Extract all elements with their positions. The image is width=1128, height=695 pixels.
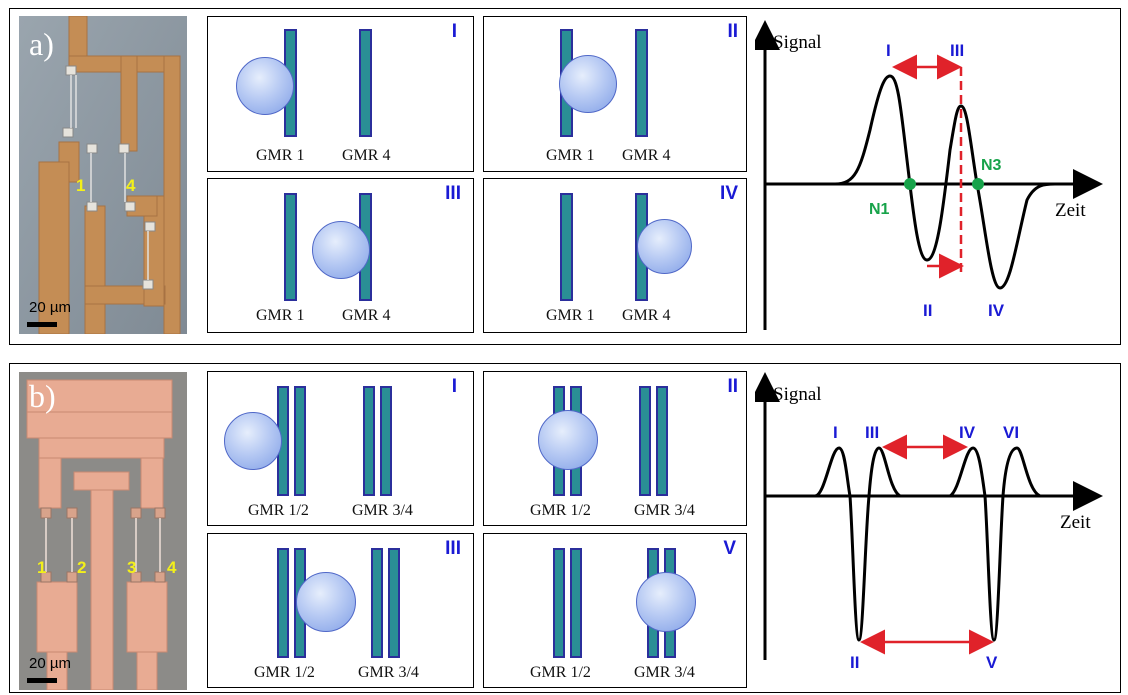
box-a-IV: IV GMR 1 GMR 4 [483, 178, 747, 333]
box-b-V: V GMR 1/2 GMR 3/4 [483, 533, 747, 688]
xlabel: Zeit [1055, 200, 1086, 221]
gmr-1-strip [560, 193, 573, 301]
gmr-1-strip [553, 548, 565, 658]
peak-label-I: I [886, 41, 891, 60]
zero-crossing-N1 [904, 178, 916, 190]
zero-crossing-N3 [972, 178, 984, 190]
panel-a-letter: a) [29, 26, 54, 63]
gmr-2-strip [294, 386, 306, 496]
peak-label-III: III [950, 41, 964, 60]
scale-bar-label-a: 20 µm [29, 299, 71, 316]
signal-curve [795, 448, 1055, 640]
roman-label: II [727, 21, 738, 43]
ylabel: Signal [773, 384, 822, 405]
sensor-label-3: 3 [127, 558, 136, 578]
micrograph-b-image [19, 372, 187, 690]
roman-label: II [727, 376, 738, 398]
box-a-I: I GMR 1 GMR 4 [207, 16, 474, 172]
gmr-3-strip [371, 548, 383, 658]
sensor-label-2: 2 [77, 558, 86, 578]
box-a-II: II GMR 1 GMR 4 [483, 16, 747, 172]
signal-plot-b: Signal Zeit I III IV VI II V [755, 370, 1117, 690]
sensor-label-1: 1 [37, 558, 46, 578]
magnetic-bead [637, 219, 692, 274]
gmr-4-strip [359, 29, 372, 137]
box-b-I: I GMR 1/2 GMR 3/4 [207, 371, 474, 526]
micrograph-b: b) 1 2 3 4 20 µm [19, 372, 187, 690]
micrograph-a: a) 1 4 20 µm [19, 16, 187, 334]
gmr-34-label: GMR 3/4 [358, 664, 419, 682]
roman-label: V [723, 538, 736, 560]
gmr-1-label: GMR 1 [546, 307, 594, 325]
gmr-3-strip [363, 386, 375, 496]
gmr-12-label: GMR 1/2 [530, 502, 591, 520]
gmr-4-label: GMR 4 [342, 307, 390, 325]
gmr-4-label: GMR 4 [622, 307, 670, 325]
zero-label-N1: N1 [869, 201, 890, 218]
magnetic-bead [538, 410, 598, 470]
peak-label-II: II [923, 301, 932, 320]
roman-label: III [445, 183, 461, 205]
signal-plot-a: Signal Zeit I III II IV N1 N3 [755, 10, 1117, 343]
roman-label: I [452, 21, 457, 43]
gmr-12-label: GMR 1/2 [254, 664, 315, 682]
magnetic-bead [224, 412, 282, 470]
gmr-1-strip [277, 548, 289, 658]
gmr-2-strip [570, 548, 582, 658]
gmr-4-strip [635, 29, 648, 137]
peak-label-VI: VI [1003, 423, 1019, 442]
box-a-III: III GMR 1 GMR 4 [207, 178, 474, 333]
magnetic-bead [236, 57, 294, 115]
peak-label-IV: IV [988, 301, 1005, 320]
gmr-4-strip [656, 386, 668, 496]
roman-label: IV [720, 183, 738, 205]
roman-label: III [445, 538, 461, 560]
peak-label-V: V [986, 653, 998, 672]
magnetic-bead [312, 221, 370, 279]
micrograph-a-image [19, 16, 187, 334]
gmr-12-label: GMR 1/2 [248, 502, 309, 520]
magnetic-bead [559, 55, 617, 113]
gmr-34-label: GMR 3/4 [634, 502, 695, 520]
magnetic-bead [636, 572, 696, 632]
gmr-4-label: GMR 4 [342, 147, 390, 165]
gmr-34-label: GMR 3/4 [634, 664, 695, 682]
gmr-1-strip [284, 193, 297, 301]
signal-curve [785, 76, 1055, 288]
gmr-4-strip [388, 548, 400, 658]
xlabel: Zeit [1060, 512, 1091, 533]
scale-bar-label-b: 20 µm [29, 655, 71, 672]
roman-label: I [452, 376, 457, 398]
peak-label-IV: IV [959, 423, 976, 442]
box-b-III: III GMR 1/2 GMR 3/4 [207, 533, 474, 688]
ylabel: Signal [773, 32, 822, 53]
magnetic-bead [296, 572, 356, 632]
peak-label-III: III [865, 423, 879, 442]
gmr-3-strip [639, 386, 651, 496]
gmr-12-label: GMR 1/2 [530, 664, 591, 682]
zero-label-N3: N3 [981, 157, 1002, 174]
peak-label-I: I [833, 423, 838, 442]
sensor-label-4: 4 [126, 176, 135, 196]
peak-label-II: II [850, 653, 859, 672]
box-b-II: II GMR 1/2 GMR 3/4 [483, 371, 747, 526]
gmr-4-strip [380, 386, 392, 496]
gmr-34-label: GMR 3/4 [352, 502, 413, 520]
panel-b-letter: b) [29, 378, 56, 415]
gmr-4-label: GMR 4 [622, 147, 670, 165]
gmr-1-label: GMR 1 [256, 307, 304, 325]
sensor-label-1: 1 [76, 176, 85, 196]
gmr-1-label: GMR 1 [546, 147, 594, 165]
sensor-label-4: 4 [167, 558, 176, 578]
gmr-1-label: GMR 1 [256, 147, 304, 165]
